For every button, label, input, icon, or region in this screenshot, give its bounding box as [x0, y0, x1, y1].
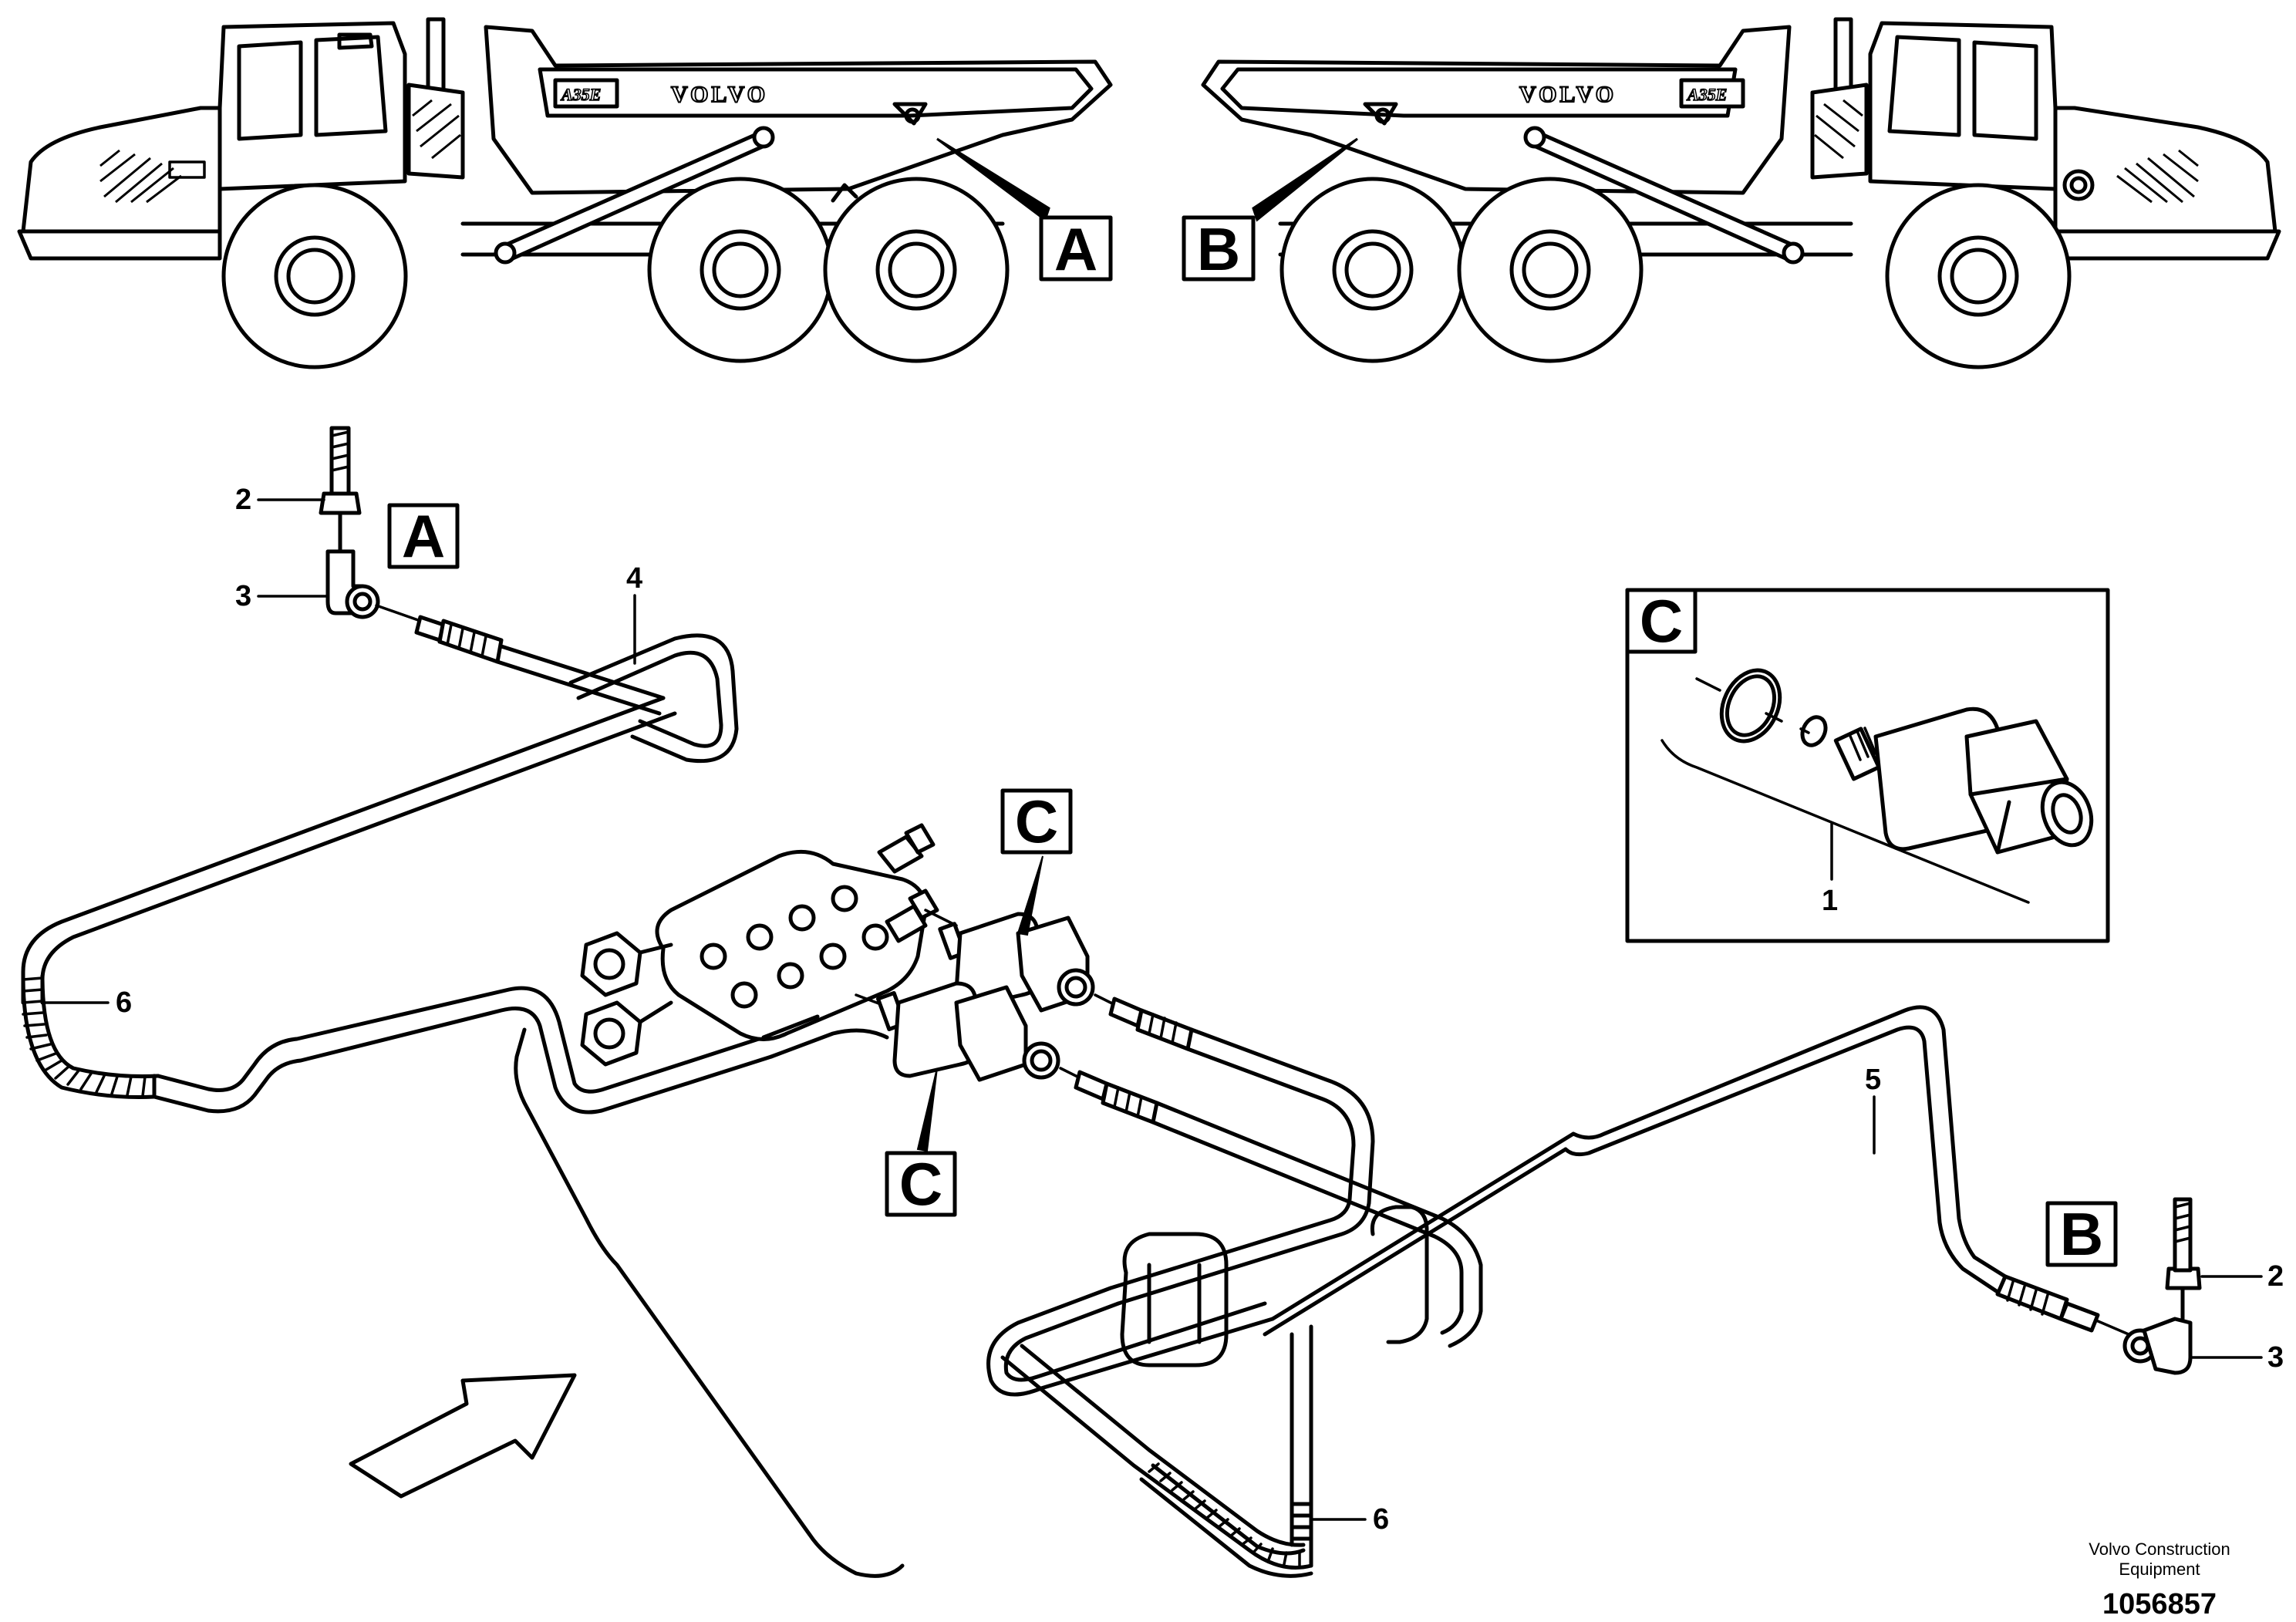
detail-label-a-top: A	[1039, 215, 1113, 283]
footer: Volvo Construction Equipment 1056857	[2089, 1539, 2230, 1620]
hose-5	[1263, 1005, 2008, 1568]
svg-text:B: B	[2060, 1200, 2103, 1268]
maker-line-2: Equipment	[2119, 1560, 2200, 1579]
wheel-mid-left	[647, 177, 834, 363]
wheel-mid-right	[1457, 177, 1644, 363]
model-decal-right: A35E	[1686, 85, 1727, 104]
tube-route-lower-right	[986, 1286, 1313, 1570]
protective-sleeve-right	[1139, 1462, 1313, 1578]
truck-left-view: A35E VOLVO	[17, 17, 1113, 369]
fitting-group-b	[1995, 1197, 2202, 1375]
svg-text:C: C	[1015, 787, 1058, 855]
detail-label-c-upper: C	[1000, 787, 1073, 936]
callout-1: 1	[1822, 885, 1838, 917]
fitting-group-a	[319, 426, 422, 622]
svg-text:A: A	[402, 502, 445, 570]
svg-text:6: 6	[1373, 1503, 1389, 1536]
hose-run-center	[761, 993, 1483, 1348]
callout-3-left: 3	[235, 580, 329, 612]
callout-3-right: 3	[2190, 1341, 2284, 1374]
callout-6-right: 6	[1311, 1503, 1389, 1536]
wheel-rear-left	[823, 177, 1010, 363]
svg-text:2: 2	[2267, 1260, 2284, 1293]
protective-sleeve-left	[21, 973, 160, 1099]
wheel-front-right	[1885, 183, 2072, 369]
tube-route-lower-left	[152, 986, 905, 1578]
callout-5: 5	[1865, 1064, 1881, 1155]
detail-label-b: B	[2045, 1200, 2118, 1268]
detail-label-b-top: B	[1182, 215, 1256, 283]
svg-text:C: C	[899, 1150, 942, 1218]
svg-text:4: 4	[626, 562, 642, 595]
callout-6-left: 6	[42, 986, 132, 1019]
svg-text:3: 3	[235, 580, 251, 612]
brand-decal-right: VOLVO	[1519, 82, 1617, 107]
model-decal-left: A35E	[560, 85, 601, 104]
maker-line-1: Volvo Construction	[2089, 1539, 2230, 1559]
svg-text:6: 6	[116, 986, 132, 1019]
adapter-fitting-upper	[924, 909, 1095, 1013]
svg-text:A: A	[1054, 215, 1097, 283]
detail-label-c-lower: C	[885, 1067, 957, 1218]
direction-arrow-icon	[349, 1373, 577, 1499]
callout-4: 4	[626, 562, 642, 665]
detail-c-inset: C 1	[1625, 587, 2110, 943]
distribution-block	[580, 823, 939, 1067]
callout-2-right: 2	[2200, 1260, 2284, 1293]
document-number: 1056857	[2102, 1588, 2217, 1620]
truck-right-view: A35E VOLVO	[1201, 17, 2281, 369]
brand-decal-left: VOLVO	[671, 82, 768, 107]
wheel-front-left	[221, 183, 408, 369]
svg-text:5: 5	[1865, 1064, 1881, 1096]
svg-text:B: B	[1197, 215, 1240, 283]
adapter-fitting-lower	[855, 981, 1060, 1082]
detail-c-inset-label: C	[1640, 587, 1683, 655]
wheel-rear-right	[1279, 177, 1466, 363]
detail-label-a: A	[387, 502, 460, 570]
svg-text:2: 2	[235, 484, 251, 516]
svg-text:3: 3	[2267, 1341, 2284, 1374]
callout-2-left: 2	[235, 484, 325, 516]
